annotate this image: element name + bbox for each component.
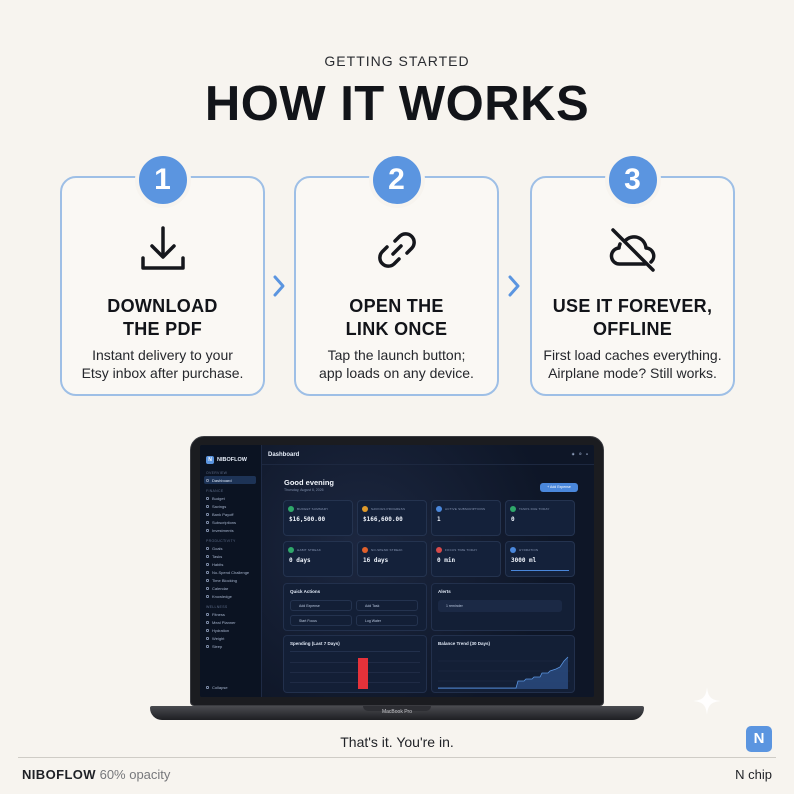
- step-description: First load caches everything. Airplane m…: [543, 347, 722, 381]
- download-icon: [140, 226, 185, 270]
- step-card-offline: 3 USE IT FOREVER, OFFLINE First load cac…: [530, 152, 735, 396]
- stat-card[interactable]: TASKS DUE TODAY 0: [505, 500, 575, 536]
- step-title: DOWNLOAD THE PDF: [107, 296, 218, 339]
- sidebar-item-meal-planner[interactable]: Meal Planner: [206, 618, 258, 626]
- alert-item[interactable]: 1 reminder: [438, 600, 562, 612]
- step-title: USE IT FOREVER, OFFLINE: [552, 296, 713, 339]
- sidebar-item-habits[interactable]: Habits: [206, 560, 258, 568]
- sidebar-item-calendar[interactable]: Calendar: [206, 584, 258, 592]
- streak-icon: [288, 547, 294, 553]
- stat-card[interactable]: FOCUS TIME TODAY 0 min: [431, 541, 501, 577]
- sidebar-item-weight[interactable]: Weight: [206, 634, 258, 642]
- sidebar-item-time-blocking[interactable]: Time Blocking: [206, 576, 258, 584]
- eyebrow: GETTING STARTED: [324, 53, 470, 69]
- step-number-badge: 2: [368, 152, 425, 208]
- step-title: OPEN THE LINK ONCE: [345, 296, 448, 339]
- add-task-action[interactable]: Add Task: [356, 600, 418, 611]
- log-water-action[interactable]: Log Water: [356, 615, 418, 626]
- piggy-bank-icon: [362, 506, 368, 512]
- n-chip-logo: N: [746, 726, 772, 752]
- settings-icon[interactable]: ⚙: [578, 452, 582, 456]
- quick-actions-panel: Quick Actions Add Expense Add Task Start…: [283, 583, 427, 631]
- sidebar-item-subscriptions[interactable]: Subscriptions: [206, 518, 258, 526]
- balance-trend-line: [438, 656, 570, 689]
- timer-icon: [436, 547, 442, 553]
- top-bar: Dashboard ◉ ⚙ ●: [262, 445, 594, 465]
- hydration-progress-bar: [511, 569, 569, 571]
- sidebar-item-sleep[interactable]: Sleep: [206, 642, 258, 650]
- footer-brand: NIBOFLOW 60% opacity: [22, 767, 171, 782]
- step-description: Instant delivery to your Etsy inbox afte…: [81, 347, 244, 381]
- water-drop-icon: [510, 547, 516, 553]
- page-title: HOW IT WORKS: [204, 77, 590, 131]
- flame-icon: [362, 547, 368, 553]
- sidebar-item-budget[interactable]: Budget: [206, 494, 258, 502]
- bell-icon[interactable]: ◉: [571, 452, 575, 456]
- sidebar-item-fitness[interactable]: Fitness: [206, 610, 258, 618]
- footer-right-note: N chip: [735, 767, 772, 782]
- spending-chart-panel: Spending (Last 7 Days): [283, 635, 427, 693]
- step-card-download: 1 DOWNLOAD THE PDF Instant delivery to y…: [60, 152, 265, 396]
- sidebar-collapse-button[interactable]: Collapse: [206, 683, 258, 691]
- step-card-open-link: 2 OPEN THE LINK ONCE Tap the launch butt…: [294, 152, 499, 396]
- dollar-icon: [288, 506, 294, 512]
- balance-chart-panel: Balance Trend (30 Days): [431, 635, 575, 693]
- app-logo: N NIBOFLOW: [206, 456, 247, 464]
- footer-divider: [18, 757, 776, 758]
- dashboard-main: Dashboard ◉ ⚙ ● Good evening Thursday, A…: [262, 445, 594, 697]
- greeting: Good evening: [284, 478, 335, 487]
- add-expense-action[interactable]: Add Expense: [290, 600, 352, 611]
- link-icon: [377, 232, 416, 268]
- start-focus-action[interactable]: Start Focus: [290, 615, 352, 626]
- sidebar-item-no-spend[interactable]: No-Spend Challenge: [206, 568, 258, 576]
- stat-card[interactable]: HABIT STREAK 0 days: [283, 541, 353, 577]
- step-number-badge: 3: [604, 152, 661, 208]
- cloud-off-icon: [609, 228, 655, 272]
- sidebar-item-savings[interactable]: Savings: [206, 502, 258, 510]
- laptop-mockup: N NIBOFLOW OVERVIEW Dashboard FINANCE Bu…: [190, 436, 604, 706]
- sidebar-item-dashboard[interactable]: Dashboard: [204, 476, 256, 484]
- sidebar-item-knowledge[interactable]: Knowledge: [206, 592, 258, 600]
- check-icon: [510, 506, 516, 512]
- tagline: That's it. You're in.: [340, 734, 454, 750]
- stat-card[interactable]: HYDRATION 3000 ml: [505, 541, 575, 577]
- stat-card[interactable]: NO-SPEND STREAK 16 days: [357, 541, 427, 577]
- date-text: Thursday, August 6, 2026: [284, 488, 324, 492]
- sparkle-icon: [693, 687, 721, 715]
- step-number-badge: 1: [134, 152, 191, 208]
- sidebar-item-goals[interactable]: Goals: [206, 544, 258, 552]
- dashboard-screen: N NIBOFLOW OVERVIEW Dashboard FINANCE Bu…: [200, 445, 594, 697]
- chevron-right-icon: [508, 275, 520, 297]
- subscription-icon: [436, 506, 442, 512]
- alerts-panel: Alerts 1 reminder: [431, 583, 575, 631]
- laptop-base: MacBook Pro: [150, 706, 644, 720]
- add-expense-button[interactable]: + Add Expense: [540, 483, 578, 492]
- sidebar-item-bank-payoff[interactable]: Bank Payoff: [206, 510, 258, 518]
- dashboard-title: Dashboard: [268, 452, 300, 458]
- stat-card[interactable]: SAVINGS PROGRESS $166,600.00: [357, 500, 427, 536]
- user-icon[interactable]: ●: [585, 452, 588, 456]
- step-description: Tap the launch button; app loads on any …: [319, 347, 474, 381]
- sidebar: N NIBOFLOW OVERVIEW Dashboard FINANCE Bu…: [200, 445, 262, 697]
- sidebar-item-hydration[interactable]: Hydration: [206, 626, 258, 634]
- sidebar-item-investments[interactable]: Investments: [206, 526, 258, 534]
- spending-bar: [358, 658, 368, 689]
- sidebar-item-tasks[interactable]: Tasks: [206, 552, 258, 560]
- stat-card[interactable]: BUDGET SUMMARY $16,500.00: [283, 500, 353, 536]
- chevron-right-icon: [273, 275, 285, 297]
- stat-card[interactable]: ACTIVE SUBSCRIPTIONS 1: [431, 500, 501, 536]
